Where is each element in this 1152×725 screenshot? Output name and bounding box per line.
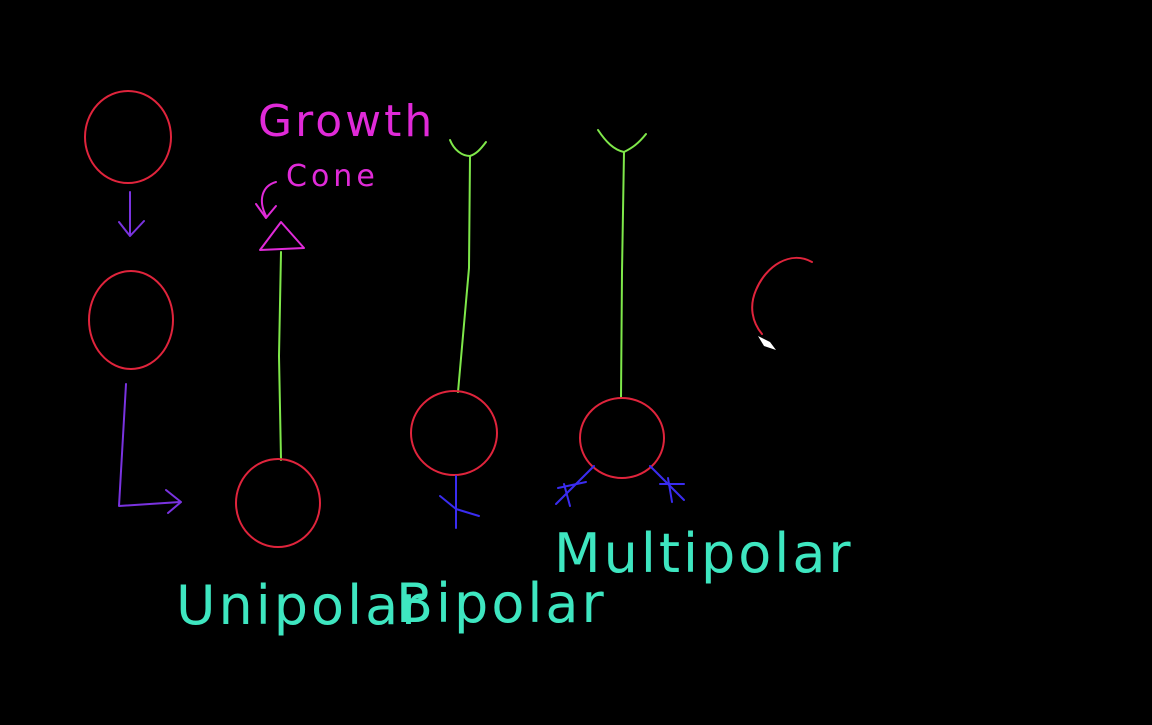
down-arrow xyxy=(118,191,145,237)
l-shaped-arrow xyxy=(118,383,182,514)
unipolar-cell-body xyxy=(235,458,321,548)
bipolar-cell-body xyxy=(410,390,498,476)
growth-cone xyxy=(259,221,305,251)
bipolar-dendrite xyxy=(439,475,480,529)
growth-cone-pointer-arrow xyxy=(255,181,277,219)
unipolar-axon xyxy=(278,251,282,461)
partial-cell-body xyxy=(751,256,813,335)
developing-cell-body xyxy=(88,270,174,370)
bipolar-axon-terminal xyxy=(449,139,487,157)
growth-label: Growth xyxy=(258,96,435,147)
unipolar-label: Unipolar xyxy=(176,574,426,637)
bipolar-label: Bipolar xyxy=(396,572,607,635)
multipolar-axon-terminal xyxy=(597,129,647,153)
cone-label: Cone xyxy=(286,159,379,194)
bipolar-axon xyxy=(457,155,471,393)
multipolar-label: Multipolar xyxy=(554,522,854,585)
multipolar-cell-body xyxy=(579,397,665,479)
precursor-cell-body xyxy=(84,90,172,184)
multipolar-dendrite-left xyxy=(555,465,595,507)
multipolar-axon xyxy=(620,151,625,399)
pen-cursor-icon xyxy=(758,336,776,350)
multipolar-dendrite-right xyxy=(649,465,685,503)
